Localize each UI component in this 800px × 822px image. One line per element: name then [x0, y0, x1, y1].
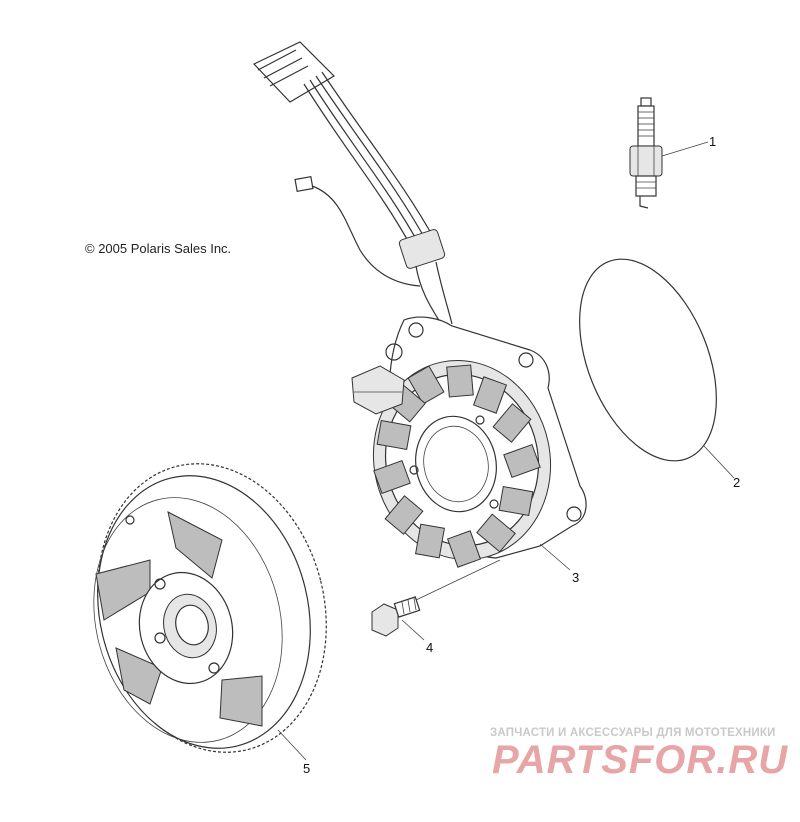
callout-4-label: 4 [426, 640, 434, 655]
callout-1-label: 1 [709, 134, 717, 149]
watermark-logo: PARTSFOR.RU [492, 738, 789, 782]
gasket-part [579, 258, 735, 479]
stator-part [252, 41, 587, 571]
callout-2-label: 2 [733, 475, 741, 490]
flywheel-part [93, 463, 327, 761]
stator-poles [373, 364, 541, 568]
copyright-notice: © 2005 Polaris Sales Inc. [85, 241, 232, 256]
callout-5-label: 5 [303, 761, 311, 776]
wire-harness [252, 41, 453, 325]
spark-plug-part [629, 97, 709, 209]
watermark-tagline: ЗАПЧАСТИ И АКСЕССУАРЫ ДЛЯ МОТОТЕХНИКИ [490, 727, 776, 739]
bolt-part [371, 559, 501, 641]
callout-3-label: 3 [572, 570, 580, 585]
